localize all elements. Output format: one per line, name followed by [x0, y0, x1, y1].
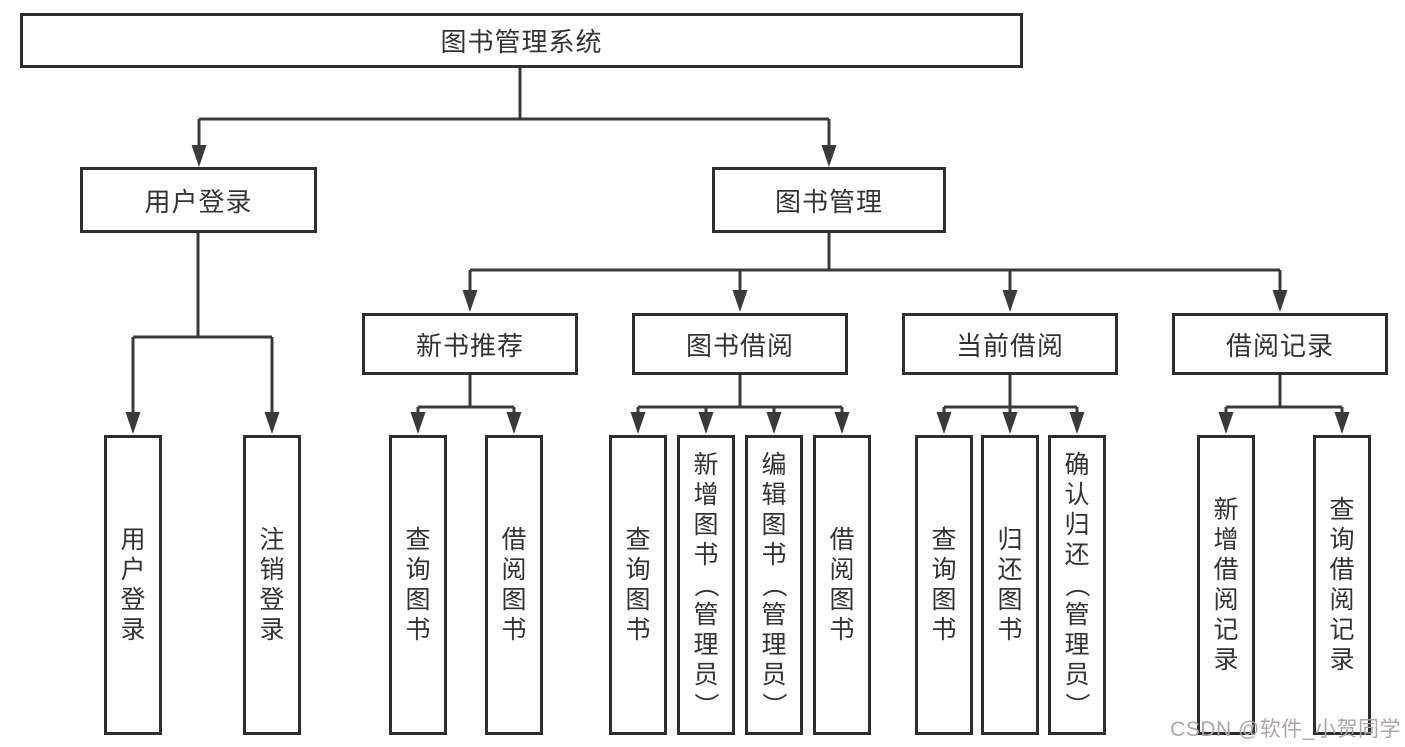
leaf-query-books-recommend: 查询图书: [389, 435, 447, 735]
node-book-management-branch: 图书管理: [712, 167, 946, 233]
leaf-logout: 注销登录: [243, 435, 301, 735]
leaf-return-book: 归还图书: [981, 435, 1039, 735]
leaf-edit-book-admin: 编辑图书（管理员）: [745, 435, 803, 735]
leaf-add-borrow-record-label: 新增借阅记录: [1213, 496, 1239, 674]
leaf-query-books-borrowing: 查询图书: [609, 435, 667, 735]
leaf-user-login-label: 用户登录: [120, 526, 146, 644]
leaf-confirm-return-admin: 确认归还（管理员）: [1048, 435, 1106, 735]
leaf-add-book-admin-label: 新增图书（管理员）: [691, 451, 720, 718]
leaf-query-books-current-label: 查询图书: [931, 526, 957, 644]
node-current-borrowing: 当前借阅: [902, 313, 1118, 375]
node-book-borrowing: 图书借阅: [632, 313, 848, 375]
node-borrowing-records: 借阅记录: [1172, 313, 1388, 375]
node-user-login-branch: 用户登录: [80, 167, 317, 233]
leaf-add-book-admin: 新增图书（管理员）: [677, 435, 735, 735]
leaf-query-borrow-record: 查询借阅记录: [1313, 435, 1371, 735]
leaf-confirm-return-admin-label: 确认归还（管理员）: [1062, 451, 1091, 718]
leaf-add-borrow-record: 新增借阅记录: [1197, 435, 1255, 735]
leaf-borrow-books-recommend: 借阅图书: [485, 435, 543, 735]
leaf-user-login: 用户登录: [104, 435, 162, 735]
watermark: CSDN @软件_小贺同学: [1170, 718, 1401, 741]
leaf-query-books-current: 查询图书: [915, 435, 973, 735]
leaf-edit-book-admin-label: 编辑图书（管理员）: [759, 451, 788, 718]
leaf-query-books-recommend-label: 查询图书: [405, 526, 431, 644]
node-system-root: 图书管理系统: [20, 13, 1023, 68]
leaf-borrow-books-recommend-label: 借阅图书: [501, 526, 527, 644]
leaf-borrow-books-borrowing: 借阅图书: [813, 435, 871, 735]
node-new-book-recommend: 新书推荐: [362, 313, 578, 375]
leaf-query-borrow-record-label: 查询借阅记录: [1329, 496, 1355, 674]
leaf-borrow-books-borrowing-label: 借阅图书: [829, 526, 855, 644]
leaf-logout-label: 注销登录: [259, 526, 285, 644]
leaf-query-books-borrowing-label: 查询图书: [625, 526, 651, 644]
leaf-return-book-label: 归还图书: [997, 526, 1023, 644]
